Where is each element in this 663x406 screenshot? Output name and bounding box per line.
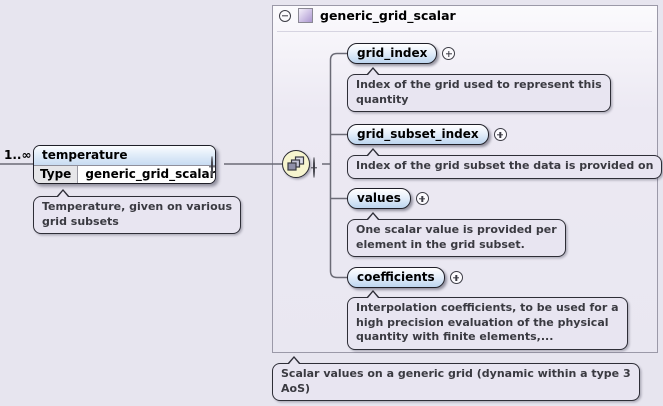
expand-icon[interactable] (449, 271, 463, 284)
element-type-row: Type generic_grid_scalar (34, 166, 215, 183)
child-row-grid-index: grid_index (347, 43, 456, 64)
expand-icon[interactable] (493, 128, 507, 141)
annotation-temperature: Temperature, given on various grid subse… (33, 188, 242, 235)
type-label: Type (34, 166, 79, 183)
collapse-icon[interactable] (211, 156, 213, 177)
element-pill-values[interactable]: values (347, 188, 411, 209)
annotation-grid-subset-index: Index of the grid subset the data is pro… (347, 148, 663, 179)
element-pill-coefficients[interactable]: coefficients (347, 267, 445, 288)
annotation-type-panel: Scalar values on a generic grid (dynamic… (272, 355, 640, 402)
type-panel-header: generic_grid_scalar (279, 8, 456, 23)
annotation-coefficients: Interpolation coefficients, to be used f… (347, 290, 628, 350)
child-row-values: values (347, 188, 429, 209)
stacked-squares-icon (287, 156, 305, 171)
type-value[interactable]: generic_grid_scalar (78, 166, 215, 183)
sequence-compositor-icon[interactable] (282, 150, 310, 178)
type-panel (272, 5, 658, 353)
collapse-icon[interactable] (279, 9, 291, 22)
annotation-grid-index: Index of the grid used to represent this… (347, 66, 611, 113)
expand-icon[interactable] (442, 47, 456, 60)
annotation-values: One scalar value is provided per element… (347, 211, 566, 258)
element-pill-grid-subset-index[interactable]: grid_subset_index (347, 124, 489, 145)
collapse-icon[interactable] (313, 157, 315, 178)
expand-icon[interactable] (415, 192, 429, 205)
complex-type-icon (298, 8, 313, 23)
child-row-grid-subset-index: grid_subset_index (347, 124, 507, 145)
element-name: temperature (34, 146, 215, 166)
element-pill-grid-index[interactable]: grid_index (347, 43, 438, 64)
panel-header-divider (277, 31, 652, 32)
child-row-coefficients: coefficients (347, 267, 463, 288)
type-panel-title: generic_grid_scalar (320, 8, 456, 23)
cardinality-label: 1..∞ (4, 148, 32, 162)
element-box-temperature[interactable]: temperature Type generic_grid_scalar (33, 145, 216, 184)
